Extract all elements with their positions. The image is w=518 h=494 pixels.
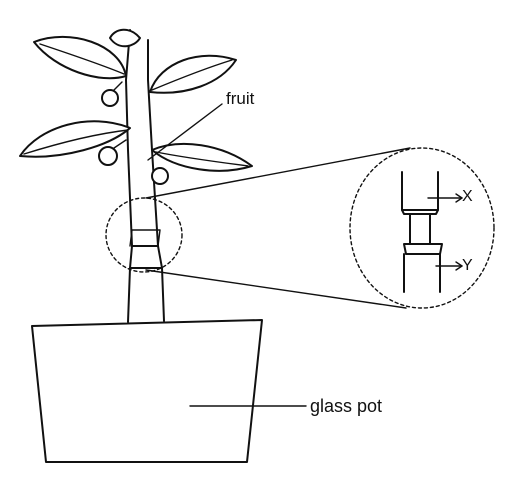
upper-stem (125, 29, 159, 247)
fruit-label: fruit (226, 89, 255, 108)
glass-pot (31, 319, 263, 463)
leaves (19, 28, 253, 172)
magnified-graft (401, 171, 443, 293)
magnify-line-top (145, 147, 411, 199)
y-arrow (455, 261, 463, 271)
fruit-leader-line (147, 103, 223, 161)
graft-band (129, 245, 163, 269)
fruit-right (151, 167, 169, 185)
magnify-line-bottom (145, 269, 407, 309)
leaf (109, 28, 141, 48)
leaf (19, 120, 131, 158)
x-arrow (455, 193, 463, 203)
fruit-upper (101, 89, 119, 107)
fruit-lower (98, 146, 118, 166)
graft-highlight-circle (105, 197, 183, 273)
glass-pot-label: glass pot (310, 396, 383, 416)
y-label: Y (462, 257, 473, 274)
x-label: X (462, 188, 473, 205)
stem-joint-line (129, 229, 161, 247)
magnified-view-circle (349, 147, 495, 309)
leaf (151, 142, 253, 172)
lower-stem (127, 267, 165, 323)
fruits (98, 81, 169, 185)
